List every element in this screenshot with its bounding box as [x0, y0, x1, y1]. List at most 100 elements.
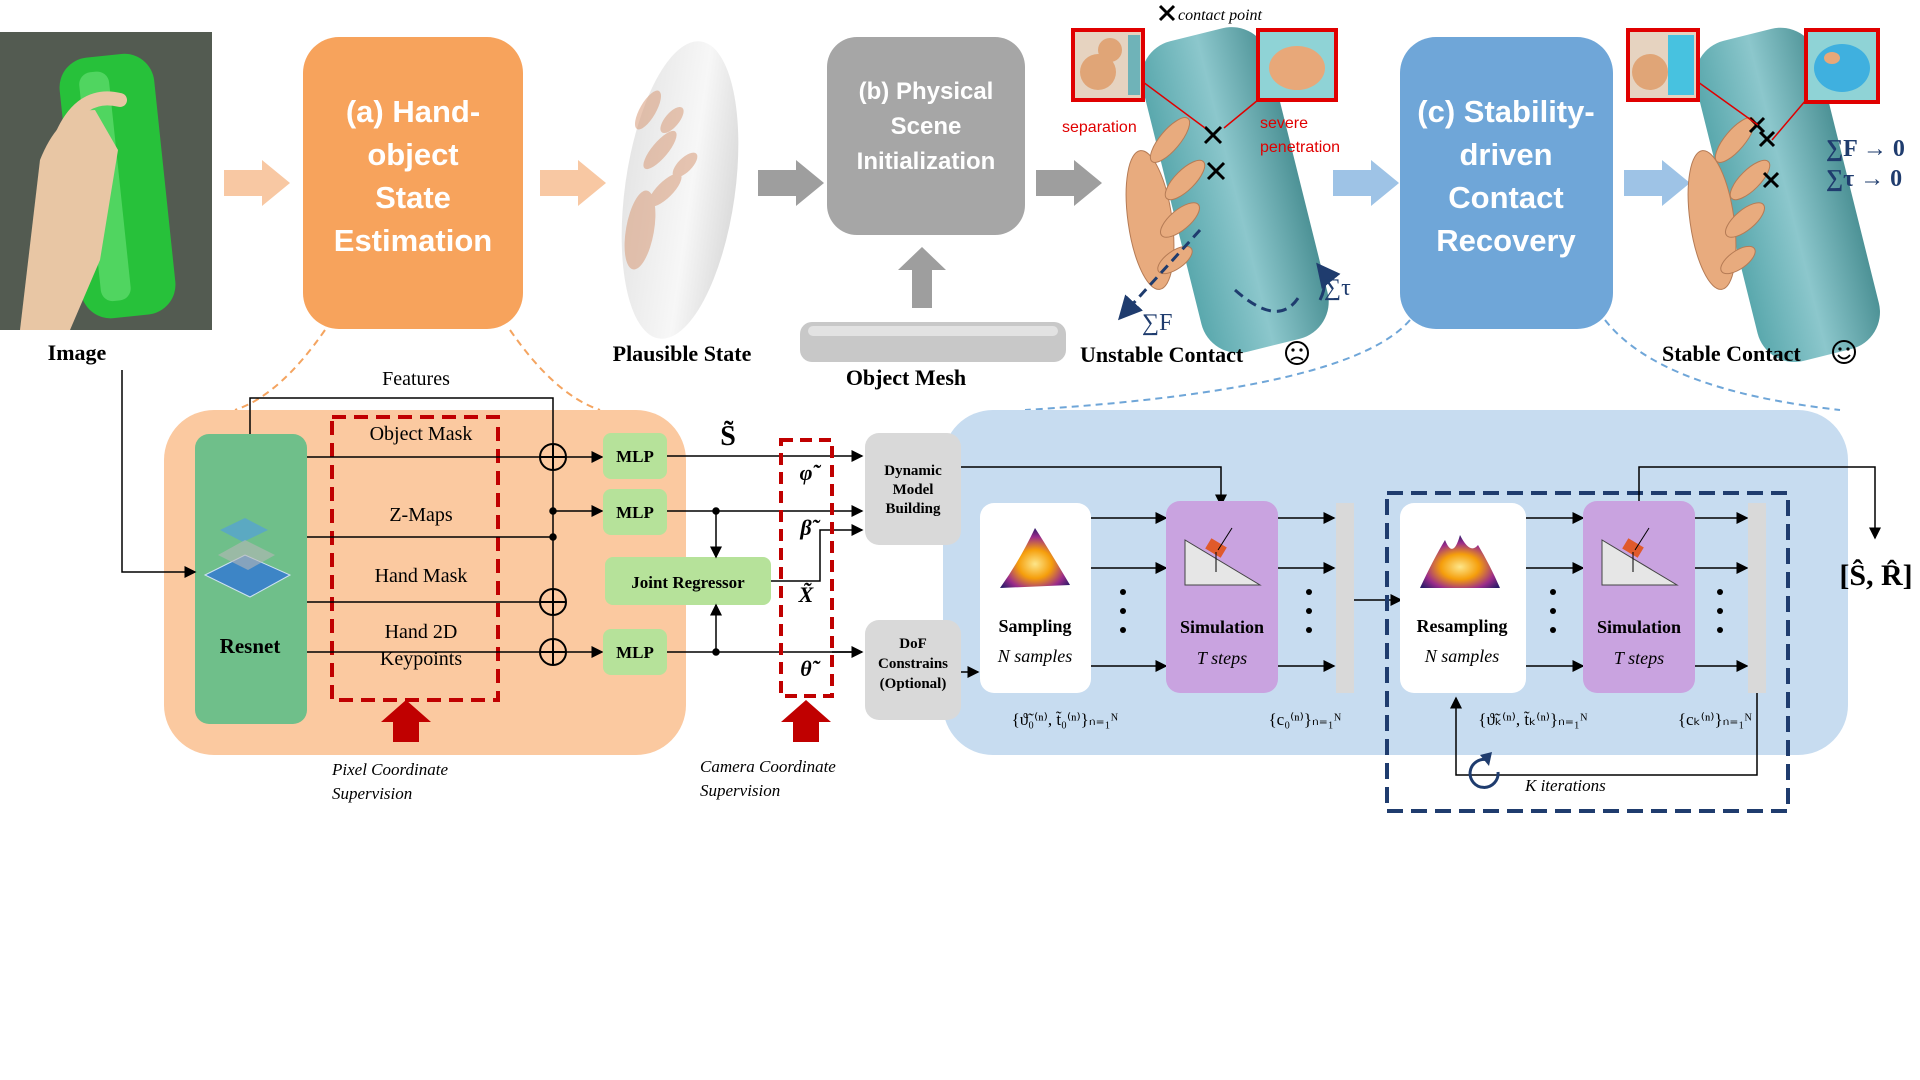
dof-label-3: (Optional) [880, 676, 947, 692]
simulation-t-steps-1: T steps [1197, 648, 1247, 668]
mlp-box-1 [603, 433, 667, 479]
stage-b-line1: (b) Physical [859, 78, 994, 105]
dynamic-model-box [865, 433, 961, 545]
z-maps-label: Z-Maps [389, 504, 453, 526]
arrow-to-unstable [1036, 160, 1102, 206]
image-to-resnet-line [121, 370, 197, 578]
stage-a-line3: State [375, 180, 451, 215]
stage-b-line2: Scene [891, 113, 962, 140]
severe-label: severe [1260, 115, 1308, 132]
resnet-grid-icon [203, 518, 292, 598]
penetration-label: penetration [1260, 139, 1340, 156]
incline-physics-icon-2 [1601, 527, 1679, 586]
resnet-label: Resnet [220, 634, 281, 658]
zoom-guide-a-left [234, 329, 326, 411]
camera-supervision-arrow [781, 700, 831, 742]
sampling-distribution-icon [1000, 528, 1070, 588]
phi-tilde-label: φ̃ [800, 460, 822, 485]
ck-set-label: {cₖ⁽ⁿ⁾}ₙ₌₁ᴺ [1678, 710, 1752, 729]
object-mesh-illustration [800, 322, 1066, 362]
hand-mask-label: Hand Mask [375, 565, 468, 587]
features-label: Features [382, 368, 450, 390]
mlp-label-3: MLP [616, 643, 654, 662]
stable-contact-illustration [1626, 27, 1880, 363]
mlp-box-3 [603, 629, 667, 675]
loop-back-line [1450, 693, 1758, 776]
dynamic-label-1: Dynamic [884, 463, 942, 479]
stage-a-box [303, 37, 523, 329]
unstable-contact-label: Unstable Contact [1080, 342, 1244, 367]
zoom-guide-a-right [509, 329, 601, 411]
separation-label: separation [1062, 119, 1137, 136]
iteration-loop-icon [1468, 757, 1500, 789]
sampling-label: Sampling [998, 616, 1071, 636]
init-set-label: {ϑ̃₀⁽ⁿ⁾, t̃₀⁽ⁿ⁾}ₙ₌₁ᴺ [1012, 710, 1119, 729]
simulation-t-steps-2: T steps [1614, 648, 1664, 668]
k-iterations-label: K iterations [1524, 776, 1606, 795]
arrow-to-plausible [540, 160, 606, 206]
dynamic-label-3: Building [885, 501, 941, 517]
dynamic-label-2: Model [893, 482, 934, 498]
stage-c-box [1400, 37, 1613, 329]
arrow-to-stable [1624, 160, 1690, 206]
dof-label-1: DoF [899, 636, 927, 652]
simulation-label-2: Simulation [1597, 617, 1681, 637]
stage-c-line3: Contact [1448, 180, 1563, 215]
sad-face-icon [1285, 341, 1309, 365]
object-mask-label: Object Mask [370, 423, 473, 445]
arrow-to-stage-c [1333, 160, 1399, 206]
stage-b-box [827, 37, 1025, 235]
features-line [249, 397, 554, 444]
k-iterations-box [1385, 491, 1790, 813]
ellipsis-3 [1550, 589, 1556, 633]
x-tilde-label: X̃ [798, 582, 815, 607]
resampling-distribution-icon [1420, 535, 1500, 588]
stage-a-line1: (a) Hand- [346, 94, 480, 129]
iteration-loop-arrowhead [1480, 752, 1492, 766]
zoom-guide-c-left [1024, 319, 1411, 411]
pixel-supervision-label-2: Supervision [332, 784, 412, 803]
c0-set-label: {c₀⁽ⁿ⁾}ₙ₌₁ᴺ [1268, 710, 1341, 729]
concat-symbol-1 [539, 443, 567, 471]
k-set-label: {ϑ̃ₖ⁽ⁿ⁾, t̃ₖ⁽ⁿ⁾}ₙ₌₁ᴺ [1478, 710, 1588, 729]
camera-supervision-box [779, 438, 834, 698]
pixel-supervision-label-1: Pixel Coordinate [331, 760, 448, 779]
stage-c-line1: (c) Stability- [1417, 94, 1594, 129]
object-mesh-label: Object Mesh [846, 365, 966, 390]
ellipsis-4 [1717, 589, 1723, 633]
beta-tilde-label: β̃ [799, 515, 820, 540]
image-label: Image [48, 340, 107, 365]
collector-bar-1 [1336, 503, 1354, 693]
arrow-to-stage-b [758, 160, 824, 206]
sampling-card [980, 503, 1091, 693]
resampling-label: Resampling [1416, 616, 1507, 636]
sum-force-zero: ∑F → 0 [1826, 136, 1905, 162]
contact-point-label: contact point [1178, 7, 1263, 24]
joint-regressor-label: Joint Regressor [631, 573, 745, 592]
concat-symbol-3 [539, 638, 567, 666]
camera-supervision-label-1: Camera Coordinate [700, 757, 836, 776]
concat-symbol-2 [539, 588, 567, 616]
dof-label-2: Constrains [878, 656, 948, 672]
stage-a-line4: Estimation [334, 223, 492, 258]
stage-a-line2: object [367, 137, 458, 172]
hand-2d-label-line2: Keypoints [380, 648, 462, 670]
camera-supervision-label-2: Supervision [700, 781, 780, 800]
sum-torque-label: ∑τ [1324, 275, 1351, 301]
unstable-contact-illustration [1071, 4, 1341, 353]
incline-physics-icon-1 [1184, 527, 1262, 586]
collector-bar-2 [1748, 503, 1766, 693]
simulation-label-1: Simulation [1180, 617, 1264, 637]
plausible-state-label: Plausible State [613, 341, 752, 366]
s-tilde-label: S̃ [720, 421, 736, 452]
pixel-supervision-box [330, 415, 500, 702]
plausible-state-illustration [621, 41, 739, 339]
arrow-mesh-up [898, 247, 946, 308]
input-photo [0, 32, 212, 330]
dof-constraints-box [865, 620, 961, 720]
mlp-label-1: MLP [616, 447, 654, 466]
stage-c-line4: Recovery [1436, 223, 1576, 258]
mlp-label-2: MLP [616, 503, 654, 522]
resampling-n-samples: N samples [1424, 646, 1500, 666]
